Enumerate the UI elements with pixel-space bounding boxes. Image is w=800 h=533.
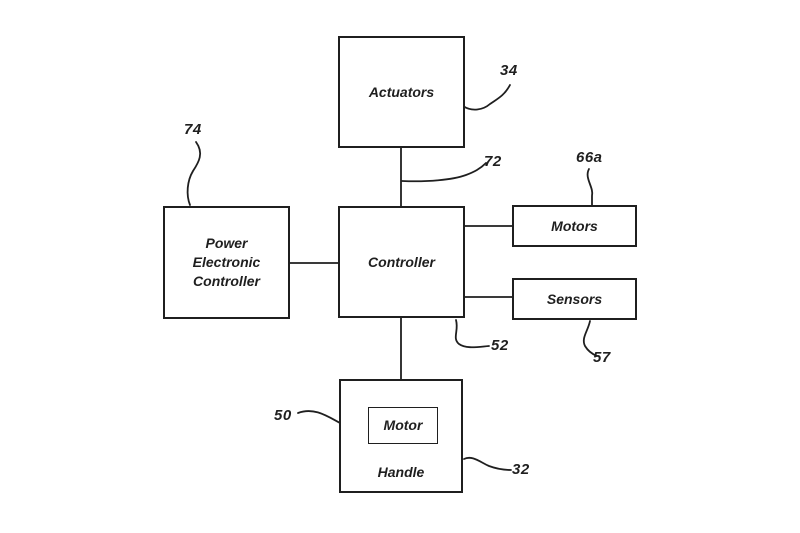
motors-box: Motors <box>512 205 637 247</box>
leader-line-52 <box>454 319 490 349</box>
power-electronic-controller-box: Power Electronic Controller <box>163 206 290 319</box>
leader-line-72 <box>401 162 487 183</box>
ref-numeral-57: 57 <box>593 349 611 366</box>
leader-line-66a <box>586 168 594 206</box>
ref-numeral-52: 52 <box>491 337 509 354</box>
ref-numeral-32: 32 <box>512 461 530 478</box>
controller-label: Controller <box>368 253 435 270</box>
handle-label: Handle <box>377 464 425 481</box>
ref-numeral-72: 72 <box>484 153 502 170</box>
motor-box: Motor <box>368 407 438 444</box>
ref-numeral-66a: 66a <box>576 149 603 166</box>
actuators-label: Actuators <box>368 83 435 100</box>
motors-label: Motors <box>551 217 598 234</box>
leader-line-32 <box>463 456 512 471</box>
leader-line-74 <box>186 141 202 206</box>
power-electronic-controller-label: Power Electronic Controller <box>192 235 261 289</box>
ref-numeral-50: 50 <box>274 407 292 424</box>
controller-box: Controller <box>338 206 465 318</box>
sensors-label: Sensors <box>546 290 603 307</box>
sensors-box: Sensors <box>512 278 637 320</box>
actuators-box: Actuators <box>338 36 465 148</box>
ref-numeral-34: 34 <box>500 62 518 79</box>
ref-numeral-74: 74 <box>184 121 202 138</box>
leader-line-34 <box>462 84 511 111</box>
leader-line-57 <box>582 320 598 357</box>
motor-label: Motor <box>383 417 423 434</box>
